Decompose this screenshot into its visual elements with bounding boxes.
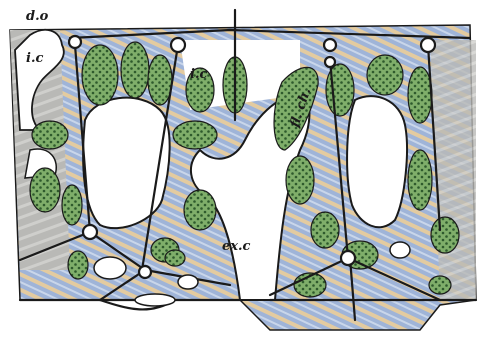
label-inhalant-canal-left: i.c <box>26 51 43 66</box>
radial-canal-left <box>83 98 170 229</box>
label-exhalant-canal: ex.c <box>222 239 251 254</box>
label-dorsal-ostium: d.o <box>26 9 49 24</box>
radial-canal-right <box>347 96 407 227</box>
label-inhalant-canal-center: i.c <box>190 67 207 82</box>
